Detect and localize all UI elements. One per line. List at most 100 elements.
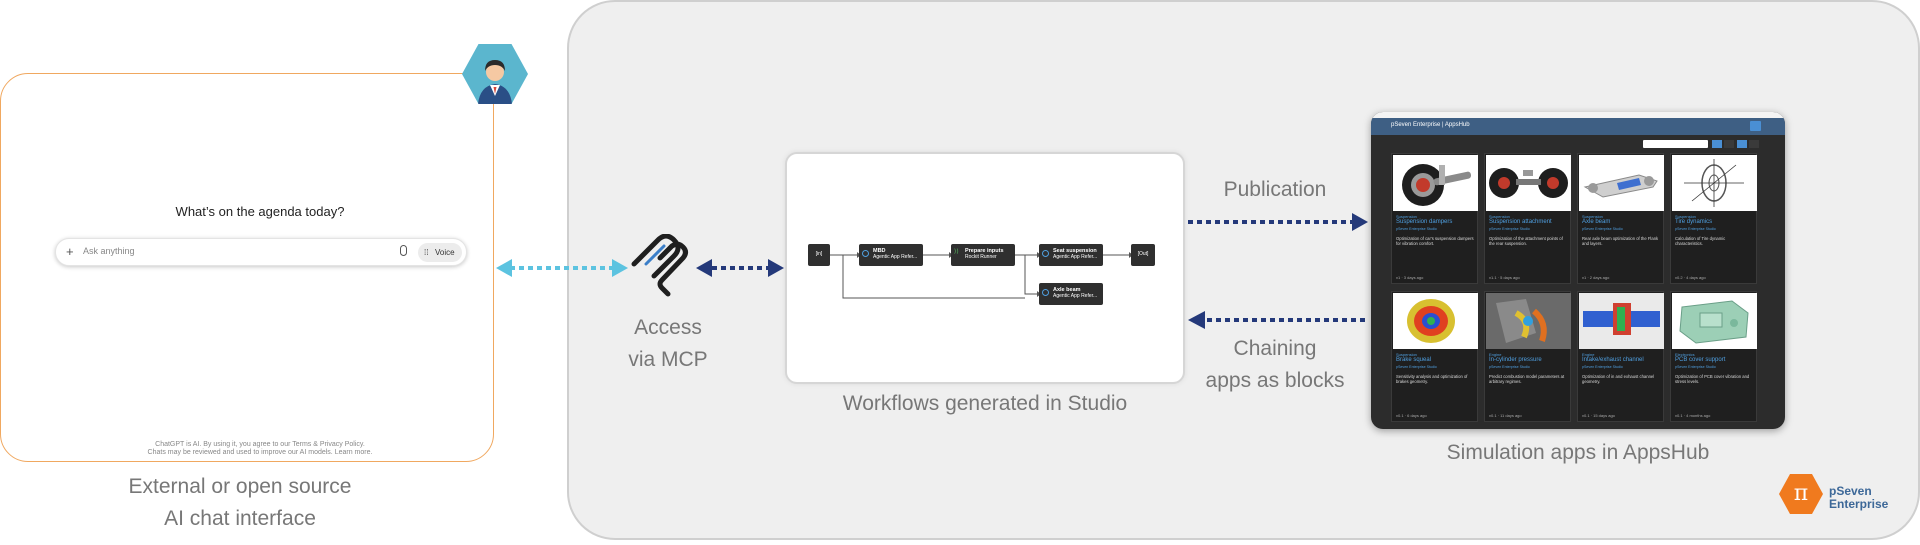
app-source: pSeven Enterprise Studio [1396, 365, 1437, 369]
plus-icon[interactable]: + [66, 244, 74, 259]
app-category: Engine [1582, 352, 1595, 357]
workflow-output-node[interactable]: [Out] [1131, 244, 1155, 266]
mcp-studio-arrow [696, 259, 784, 277]
agentic-app-icon [862, 250, 869, 257]
app-description: Optimization of car's suspension dampers… [1396, 236, 1474, 246]
workflow-node-sub: Agentic App Refer... [1053, 254, 1098, 260]
pseven-logo-icon: π [1779, 474, 1823, 514]
app-card[interactable]: Engine In-cylinder pressure pSeven Enter… [1484, 291, 1571, 422]
app-card[interactable]: Suspension Brake squeal pSeven Enterpris… [1391, 291, 1478, 422]
browser-chrome [1371, 112, 1785, 118]
chaining-arrow [1188, 311, 1368, 329]
app-card[interactable]: Suspension Axle beam pSeven Enterprise S… [1577, 153, 1664, 284]
app-source: pSeven Enterprise Studio [1489, 365, 1530, 369]
chaining-label: Chaining apps as blocks [1190, 333, 1360, 397]
app-title[interactable]: Intake/exhaust channel [1582, 357, 1644, 363]
user-avatar-icon [462, 44, 528, 104]
waveform-icon: ⁞⁞ [424, 248, 429, 257]
chat-input[interactable]: + Ask anything ⁞⁞ Voice [55, 238, 467, 266]
app-card[interactable]: Suspension Suspension dampers pSeven Ent… [1391, 153, 1478, 284]
app-description: Rear axle beam optimization of the Flank… [1582, 236, 1659, 246]
app-title[interactable]: Tire dynamics [1675, 219, 1713, 225]
app-category: Engine [1489, 352, 1502, 357]
app-category: Suspension [1675, 214, 1696, 219]
workflow-node-sub: Agentic App Refer... [873, 254, 918, 260]
python-icon: ⟩⟩ [954, 249, 959, 255]
app-title[interactable]: Suspension dampers [1396, 219, 1453, 225]
app-version: v1 · 2 days ago [1582, 275, 1610, 280]
app-card[interactable]: Suspension Tire dynamics pSeven Enterpri… [1670, 153, 1757, 284]
app-description: Sensitivity analysis and optimization of… [1396, 374, 1468, 384]
app-thumbnail-suspension-dampers [1393, 155, 1478, 211]
workflow-connectors [827, 252, 1133, 299]
workflow-node-title: Axle beam [1053, 287, 1081, 293]
workflow-node-prepare-inputs[interactable]: ⟩⟩ Prepare inputs Rockit Runner [951, 244, 1015, 266]
app-title[interactable]: In-cylinder pressure [1489, 357, 1542, 363]
app-description: Calculation of Tire dynamic characterist… [1675, 236, 1726, 246]
app-category: Suspension [1396, 352, 1417, 357]
app-thumbnail-suspension-attachment [1486, 155, 1571, 211]
workflow-node-seat-suspension[interactable]: Seat suspension Agentic App Refer... [1039, 244, 1103, 266]
app-card[interactable]: Electronics PCB cover support pSeven Ent… [1670, 291, 1757, 422]
grid-view-icon[interactable] [1737, 140, 1747, 148]
app-category: Suspension [1489, 214, 1510, 219]
mcp-caption-line1: Access [634, 316, 702, 339]
chat-heading: What’s on the agenda today? [175, 204, 345, 219]
workflow-node-axle-beam[interactable]: Axle beam Agentic App Refer... [1039, 283, 1103, 305]
chat-mcp-arrow [496, 259, 628, 277]
app-category: Electronics [1675, 352, 1695, 357]
app-source: pSeven Enterprise Studio [1675, 227, 1716, 231]
workflow-node-sub: Agentic App Refer... [1053, 293, 1098, 299]
app-category: Suspension [1582, 214, 1603, 219]
search-icon[interactable] [1712, 140, 1722, 148]
app-version: v1 · 3 days ago [1396, 275, 1424, 280]
mcp-logo-icon [628, 233, 696, 300]
appshub-search-input[interactable] [1643, 140, 1708, 148]
voice-button-label: Voice [435, 248, 455, 257]
workflow-node-title: MBD [873, 248, 886, 254]
app-card[interactable]: Suspension Suspension attachment pSeven … [1484, 153, 1571, 284]
app-thumbnail-tire-dynamics [1672, 155, 1757, 211]
chat-interface-frame [0, 73, 494, 462]
appshub-title: pSeven Enterprise | AppsHub [1391, 122, 1470, 128]
brand-name-line1: pSeven [1829, 484, 1872, 498]
list-view-icon[interactable] [1749, 140, 1759, 148]
app-version: v0.1 · 15 days ago [1582, 413, 1615, 418]
app-source: pSeven Enterprise Studio [1582, 365, 1623, 369]
app-thumbnail-intake-exhaust-channel [1579, 293, 1664, 349]
chat-input-placeholder[interactable]: Ask anything [83, 246, 135, 256]
studio-workflow-card: [in] MBD Agentic App Refer... ⟩⟩ Prepare… [785, 152, 1185, 384]
app-thumbnail-brake-squeal [1393, 293, 1478, 349]
sort-icon[interactable] [1724, 140, 1734, 148]
app-version: v0.1 · 6 days ago [1396, 413, 1427, 418]
app-version: v0.1 · 11 days ago [1489, 413, 1522, 418]
publication-label: Publication [1223, 178, 1327, 201]
mcp-caption: Access via MCP [608, 312, 728, 376]
voice-button[interactable]: ⁞⁞ Voice [418, 243, 462, 262]
app-title[interactable]: PCB cover support [1675, 357, 1726, 363]
app-source: pSeven Enterprise Studio [1675, 365, 1716, 369]
microphone-icon[interactable] [400, 245, 407, 256]
app-version: v1.1 · 5 days ago [1489, 275, 1520, 280]
workflow-node-mbd[interactable]: MBD Agentic App Refer... [859, 244, 923, 266]
chat-disclaimer-line2: Chats may be reviewed and used to improv… [147, 449, 373, 456]
brand-name-line2: Enterprise [1829, 497, 1889, 511]
chaining-label-line2: apps as blocks [1205, 369, 1345, 392]
app-version: v0.2 · 4 days ago [1675, 275, 1706, 280]
app-source: pSeven Enterprise Studio [1489, 227, 1530, 231]
appshub-caption: Simulation apps in AppsHub [1446, 441, 1710, 464]
share-icon[interactable] [1750, 121, 1761, 131]
app-version: v0.1 · 4 months ago [1675, 413, 1711, 418]
app-title[interactable]: Brake squeal [1396, 357, 1432, 363]
appshub-window: pSeven Enterprise | AppsHub Suspension S… [1371, 112, 1785, 429]
app-thumbnail-in-cylinder-pressure [1486, 293, 1571, 349]
app-title[interactable]: Axle beam [1582, 219, 1611, 225]
workflow-node-title: Prepare inputs [965, 248, 1004, 254]
workflow-node-sub: Rockit Runner [965, 254, 997, 260]
app-card[interactable]: Engine Intake/exhaust channel pSeven Ent… [1577, 291, 1664, 422]
chat-disclaimer: ChatGPT is AI. By using it, you agree to… [0, 441, 520, 457]
workflow-input-node[interactable]: [in] [808, 244, 830, 266]
app-title[interactable]: Suspension attachment [1489, 219, 1552, 225]
publication-arrow [1188, 213, 1368, 231]
app-thumbnail-axle-beam [1579, 155, 1664, 211]
